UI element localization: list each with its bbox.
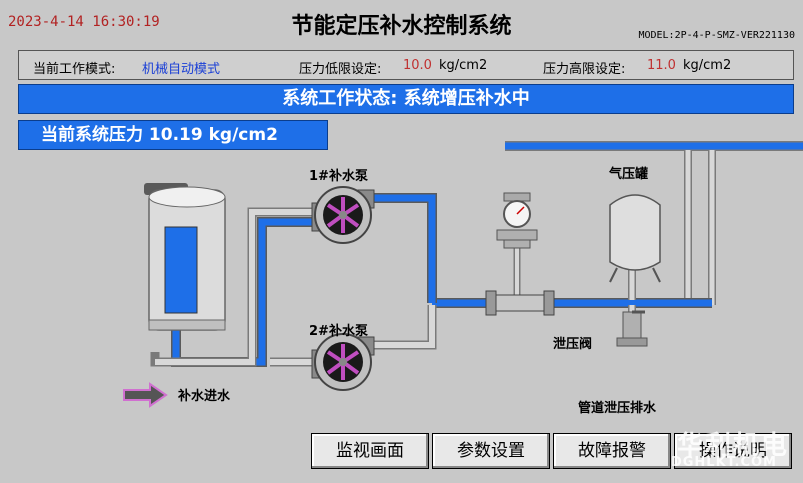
mode-label: 当前工作模式: (33, 62, 116, 77)
pump-2-label: 2#补水泵 (309, 324, 368, 339)
pressure-gauge (496, 192, 538, 249)
system-status-bar: 系统工作状态: 系统增压补水中 (18, 84, 794, 114)
settings-info-bar: 当前工作模式: 机械自动模式 压力低限设定: 10.0 kg/cm2 压力高限设… (18, 50, 794, 80)
high-limit-value[interactable]: 11.0 (647, 58, 676, 73)
pump-1[interactable] (311, 186, 375, 244)
pump-2[interactable] (311, 333, 375, 391)
model-label: MODEL:2P-4-P-SMZ-VER221130 (638, 30, 795, 41)
watermark-logo: 华利机电 (676, 431, 789, 461)
pressure-tank (609, 194, 661, 283)
main-blue-pipe (171, 193, 712, 367)
pump-1-label: 1#补水泵 (309, 169, 368, 184)
low-limit-label: 压力低限设定: (299, 62, 382, 77)
fault-button[interactable]: 故障报警 (553, 433, 671, 469)
mode-value: 机械自动模式 (142, 62, 221, 77)
water-tank (144, 183, 226, 331)
relief-valve-label: 泄压阀 (553, 337, 593, 352)
pressure-tank-label: 气压罐 (609, 167, 649, 182)
flow-valve (485, 290, 555, 316)
drain-label: 管道泄压排水 (578, 401, 657, 416)
inlet-label: 补水进水 (178, 389, 231, 404)
low-limit-value[interactable]: 10.0 (403, 58, 432, 73)
manual-button[interactable]: 操作说明 (674, 433, 792, 469)
datetime-display: 2023-4-14 16:30:19 (8, 14, 160, 30)
relief-valve[interactable] (616, 310, 648, 347)
high-limit-label: 压力高限设定: (543, 62, 626, 77)
watermark-url: DGHLKT.COM (670, 455, 777, 470)
current-pressure-display: 当前系统压力 10.19 kg/cm2 (18, 120, 328, 150)
params-button[interactable]: 参数设置 (432, 433, 550, 469)
monitor-button[interactable]: 监视画面 (311, 433, 429, 469)
inlet-arrow-icon (123, 382, 168, 408)
page-title: 节能定压补水控制系统 (291, 13, 512, 39)
top-right-pipe (505, 141, 803, 305)
low-limit-unit: kg/cm2 (439, 58, 488, 73)
high-limit-unit: kg/cm2 (683, 58, 732, 73)
